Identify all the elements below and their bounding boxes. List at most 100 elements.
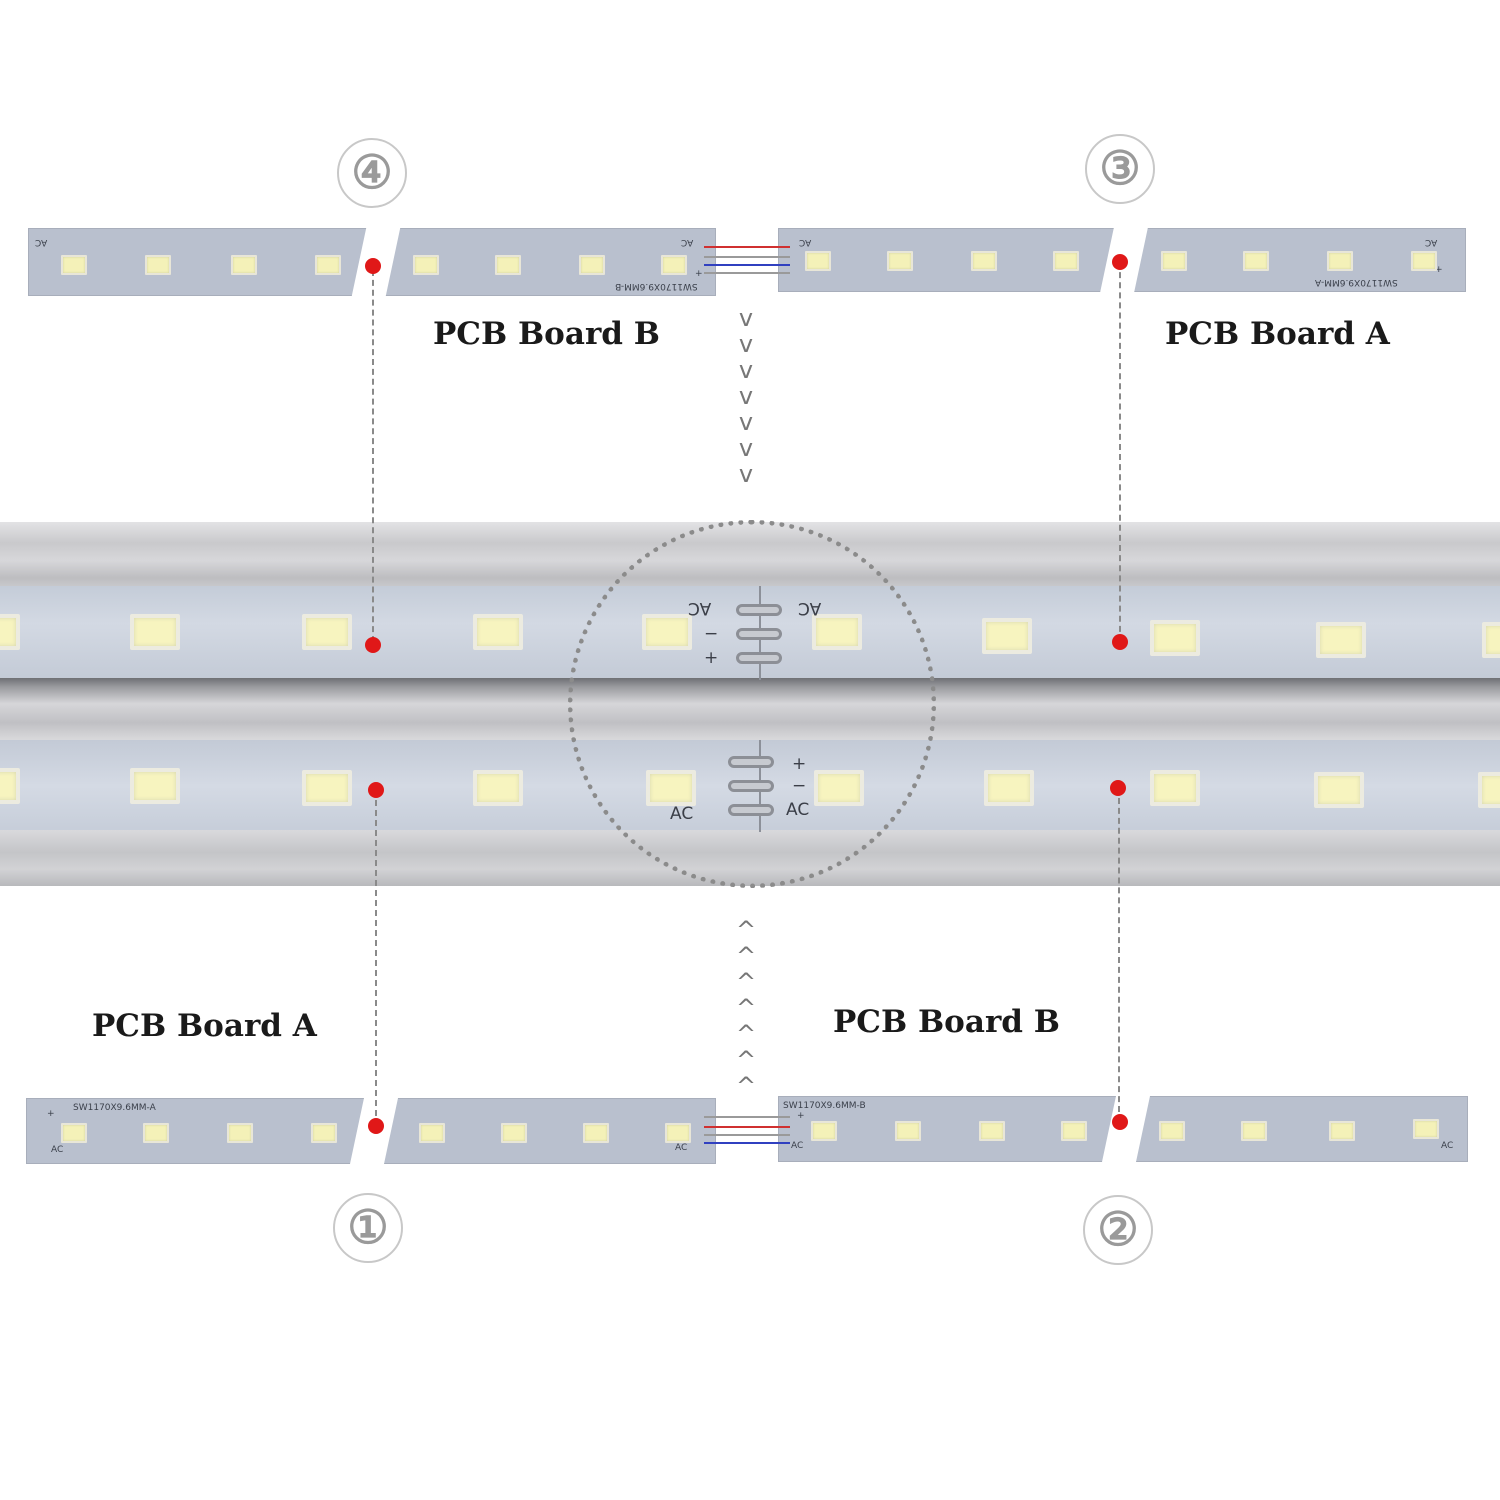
- guide-line-2: [1118, 788, 1120, 1122]
- wire-white: [704, 272, 790, 274]
- led: [231, 255, 257, 275]
- alignment-dot: [368, 1118, 384, 1134]
- chevron-up-icon: ^: [735, 1020, 757, 1048]
- led: [1314, 772, 1364, 808]
- chevron-up-icon: ^: [735, 968, 757, 996]
- led: [1061, 1121, 1087, 1141]
- led: [61, 255, 87, 275]
- led: [473, 770, 523, 806]
- label-pcb-board-b-top: PCB Board B: [433, 316, 660, 352]
- led: [1150, 770, 1200, 806]
- alignment-dot: [1112, 1114, 1128, 1130]
- led: [227, 1123, 253, 1143]
- led: [145, 255, 171, 275]
- chevron-down-icon: v: [738, 408, 754, 436]
- alignment-dot: [1110, 780, 1126, 796]
- led: [661, 255, 687, 275]
- led: [1413, 1119, 1439, 1139]
- chevron-down-icon: v: [738, 382, 754, 410]
- step-number-3: ③: [1085, 134, 1155, 204]
- led: [1327, 251, 1353, 271]
- alignment-dot: [1112, 634, 1128, 650]
- label-pcb-board-a-top: PCB Board A: [1165, 316, 1390, 352]
- ac-marking: AC: [681, 237, 694, 247]
- led: [1478, 772, 1500, 808]
- led: [982, 618, 1032, 654]
- wire-blue: [704, 1142, 790, 1144]
- model-marking: SW1170X9.6MM-A: [1315, 277, 1398, 287]
- model-marking: SW1170X9.6MM-A: [73, 1103, 156, 1113]
- led: [143, 1123, 169, 1143]
- led: [495, 255, 521, 275]
- chevron-up-icon: ^: [735, 942, 757, 970]
- chevron-down-icon: v: [738, 460, 754, 488]
- label-pcb-board-b-bottom: PCB Board B: [833, 1004, 1060, 1040]
- plus-marking: +: [797, 1111, 805, 1121]
- led: [1316, 622, 1366, 658]
- led: [302, 770, 352, 806]
- led: [419, 1123, 445, 1143]
- led: [130, 768, 180, 804]
- wire-blue: [704, 264, 790, 266]
- wire-red: [704, 246, 790, 248]
- led: [984, 770, 1034, 806]
- led: [130, 614, 180, 650]
- led: [1482, 622, 1500, 658]
- step-number-1: ①: [333, 1193, 403, 1263]
- wire-white: [704, 256, 790, 258]
- led: [61, 1123, 87, 1143]
- plus-marking: +: [47, 1109, 55, 1119]
- ac-marking: AC: [35, 237, 48, 247]
- chevron-up-icon: ^: [735, 916, 757, 944]
- led: [1329, 1121, 1355, 1141]
- led: [1243, 251, 1269, 271]
- alignment-dot: [1112, 254, 1128, 270]
- ac-marking: AC: [51, 1145, 64, 1155]
- chevron-down-icon: v: [738, 304, 754, 332]
- led: [971, 251, 997, 271]
- chevron-down-icon: v: [738, 434, 754, 462]
- guide-line-3: [1119, 262, 1121, 642]
- guide-line-1: [375, 790, 377, 1126]
- led: [583, 1123, 609, 1143]
- led: [413, 255, 439, 275]
- led: [311, 1123, 337, 1143]
- led: [887, 251, 913, 271]
- joint-highlight-circle: [568, 520, 936, 888]
- led: [501, 1123, 527, 1143]
- chevron-up-icon: ^: [735, 994, 757, 1022]
- led: [1159, 1121, 1185, 1141]
- ac-marking: AC: [799, 237, 812, 247]
- alignment-dot: [365, 637, 381, 653]
- label-pcb-board-a-bottom: PCB Board A: [92, 1008, 317, 1044]
- led: [1150, 620, 1200, 656]
- chevron-up-icon: ^: [735, 1072, 757, 1100]
- ac-marking: AC: [791, 1141, 804, 1151]
- led: [1241, 1121, 1267, 1141]
- led: [1161, 251, 1187, 271]
- model-marking: SW1170X9.6MM-B: [783, 1101, 866, 1111]
- led: [0, 614, 20, 650]
- led: [895, 1121, 921, 1141]
- chevron-up-icon: ^: [735, 1046, 757, 1074]
- plus-marking: +: [1435, 265, 1443, 275]
- led: [665, 1123, 691, 1143]
- chevron-down-icon: v: [738, 330, 754, 358]
- wire-white: [704, 1134, 790, 1136]
- led: [0, 768, 20, 804]
- led: [805, 251, 831, 271]
- led: [1053, 251, 1079, 271]
- led: [302, 614, 352, 650]
- wire-red: [704, 1126, 790, 1128]
- ac-marking: AC: [1425, 237, 1438, 247]
- step-number-4: ④: [337, 138, 407, 208]
- alignment-dot: [365, 258, 381, 274]
- alignment-dot: [368, 782, 384, 798]
- ac-marking: AC: [1441, 1141, 1454, 1151]
- led: [579, 255, 605, 275]
- led: [473, 614, 523, 650]
- guide-line-4: [372, 270, 374, 642]
- model-marking: SW1170X9.6MM-B: [615, 281, 698, 291]
- led: [315, 255, 341, 275]
- ac-marking: AC: [675, 1143, 688, 1153]
